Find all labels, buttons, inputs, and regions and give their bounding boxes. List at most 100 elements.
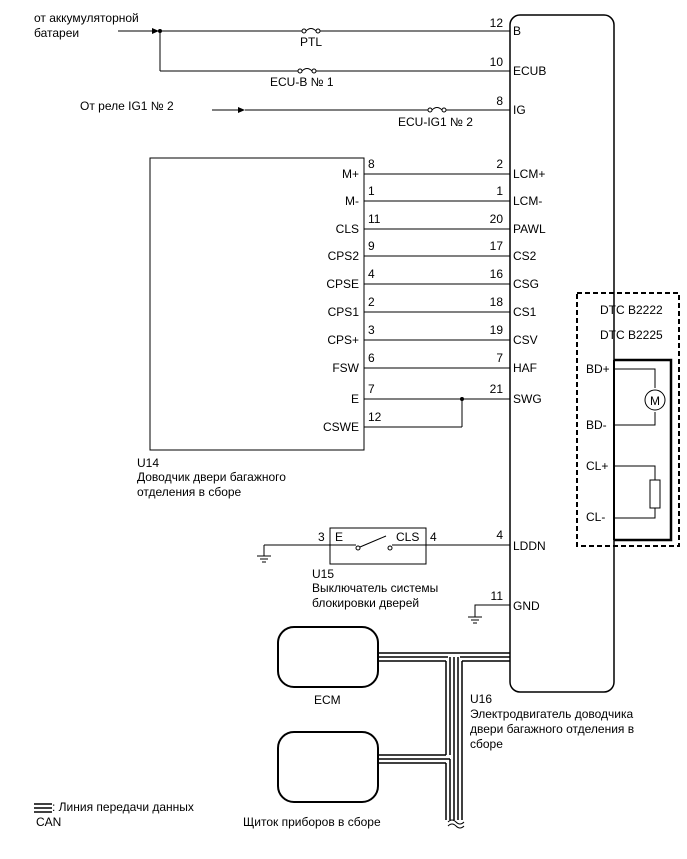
signal-row-cs2: 9 CPS2 17 CS2 [328,239,537,263]
signal-row-cs1: 2 CPS1 18 CS1 [328,295,537,319]
u15-pin-right-name: CLS [396,530,419,544]
u16-name-line1: Электродвигатель доводчика [470,707,633,721]
u16-name-line3: сборе [470,737,503,751]
u14-pin-name: FSW [332,361,359,375]
u14-pin-name: CSWE [323,420,359,434]
dtc-dashed-box [576,292,680,547]
resistor-circuit [614,465,661,519]
fuse-ptl-label: PTL [300,35,322,49]
u16-pin-num: 19 [490,323,504,337]
u16-pin-name: HAF [513,361,537,375]
fuse-ig-symbol [427,107,447,113]
fuse-ecub-label: ECU-B № 1 [270,75,334,89]
u15-pin-left-num: 3 [318,530,325,544]
u15-name-line2: блокировки дверей [312,596,419,610]
signal-row-csg: 4 CPSE 16 CSG [326,267,539,291]
switch-icon [330,535,426,551]
u16-pin-ecub: 10 ECUB [490,55,547,78]
u16-pin-name: LCM- [513,194,542,208]
battery-label-line1: от аккумуляторной [34,11,139,25]
u14-pin-num: 8 [368,157,375,171]
u16-pin-num: 11 [491,589,504,603]
u16-pin-num: 10 [490,55,504,69]
signal-row-haf: 6 FSW 7 HAF [332,351,537,375]
u16-pin-name: CSV [513,333,538,347]
legend-line1: : Линия передачи данных [52,800,194,814]
u16-id: U16 [470,692,492,706]
cl-minus-label: CL- [586,510,605,524]
motor-circuit: M [614,368,666,426]
bd-plus-label: BD+ [586,362,610,376]
ground-symbol [257,555,271,563]
signal-row-csv: 3 CPS+ 19 CSV [327,323,537,347]
resistor-icon [649,479,661,509]
ecm-label: ECM [314,693,341,707]
u15-box [329,527,427,565]
u16-pin-name: CS2 [513,249,537,263]
u16-pin-name: ECUB [513,64,546,78]
signal-row-swg: 7 E 21 SWG [351,382,542,406]
fuse-ptl-symbol [301,28,321,34]
can-break-icon [447,819,465,829]
u14-name-line1: Доводчик двери багажного [137,470,286,484]
u16-pin-ig: 8 IG [496,94,525,117]
relay-arrow [212,107,245,113]
u14-pin-num: 3 [368,323,375,337]
can-legend-icon [34,803,52,813]
motor-icon [644,389,666,411]
u15-pin-left-name: E [335,530,343,544]
u16-pin-name: GND [513,599,540,613]
u14-pin-num: 2 [368,295,375,309]
u14-pin-name: CPS1 [328,305,360,319]
cluster-label: Щиток приборов в сборе [243,815,381,829]
u14-pin-name: CPS+ [327,333,359,347]
u14-pin-num: 7 [368,382,375,396]
u15-pin-right-num: 4 [430,530,437,544]
signal-row-cswe: 12 CSWE [323,397,464,434]
u16-pin-num: 20 [490,212,504,226]
can-bus [378,652,510,820]
u16-name-line2: двери багажного отделения в [470,722,634,736]
swg-junction [460,397,464,401]
legend-line2: CAN [36,815,61,829]
u14-pin-name: CPSE [326,277,359,291]
u15-name-line1: Выключатель системы [312,581,438,595]
u16-pin-name: CS1 [513,305,537,319]
u14-name-line2: отделения в сборе [137,485,242,499]
u16-pin-b: 12 B [490,16,521,38]
u14-pin-num: 1 [368,184,375,198]
fuse-ig-label: ECU-IG1 № 2 [398,115,473,129]
u14-pin-num: 4 [368,267,375,281]
u14-pin-num: 11 [368,212,381,226]
u16-pin-num: 8 [496,94,503,108]
u14-pin-name: M+ [342,167,359,181]
u16-pin-num: 1 [496,184,503,198]
u14-pin-num: 12 [368,410,382,424]
bd-minus-label: BD- [586,418,607,432]
cl-plus-label: CL+ [586,459,608,473]
u16-pin-num: 7 [496,351,503,365]
u16-pin-name: PAWL [513,222,546,236]
u14-id: U14 [137,456,159,470]
u16-pin-name: LCM+ [513,167,545,181]
ecm-box [277,626,379,688]
u14-box [149,157,365,451]
u16-pin-name: IG [513,103,526,117]
u16-pin-num: 2 [496,157,503,171]
signal-row-pawl: 11 CLS 20 PAWL [336,212,546,236]
cluster-box [277,731,379,803]
motor-symbol: M [650,394,660,408]
signal-row-lcm-minus: 1 M- 1 LCM- [345,184,542,208]
battery-arrow [118,28,159,34]
dtc-code-1: DTC B2222 [600,303,663,317]
u16-box [509,14,615,693]
u16-pin-name: SWG [513,392,542,406]
u16-pin-name: B [513,24,521,38]
u14-pin-name: CLS [336,222,359,236]
signal-row-lcm-plus: 8 M+ 2 LCM+ [342,157,545,181]
u16-pin-name: LDDN [513,539,546,553]
dtc-code-2: DTC B2225 [600,328,663,342]
u16-pin-num: 17 [490,239,504,253]
u14-pin-num: 9 [368,239,375,253]
